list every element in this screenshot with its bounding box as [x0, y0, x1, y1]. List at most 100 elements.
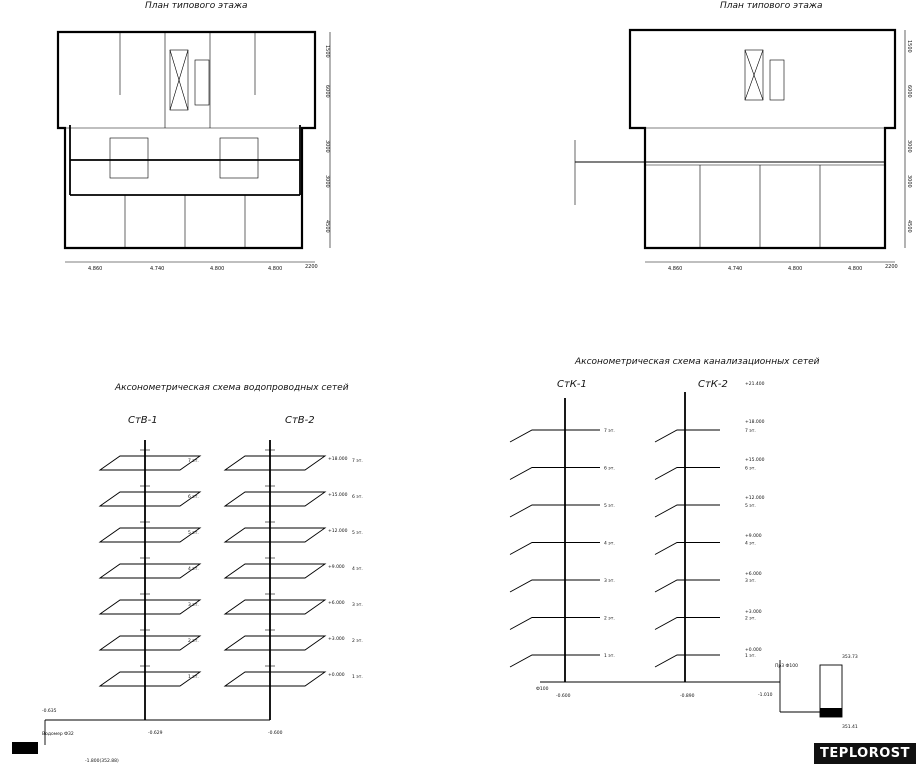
right-side-dim-5: 4500: [906, 220, 912, 233]
water-floor-label-stv2: 7 эт.: [352, 458, 363, 464]
water-level-label: +6.000: [328, 600, 345, 606]
water-branch: [223, 635, 327, 651]
water-branch: [223, 599, 327, 615]
water-floor-label-stv2: 6 эт.: [352, 494, 363, 500]
left-side-dim-4: 3000: [324, 175, 330, 188]
left-floor-plan: План типового этажа 4.860 4.740 4.800 4.…: [56, 1, 331, 272]
sewer-floor-label-stk2: 4 эт.: [745, 541, 756, 547]
sewer-branch: [509, 617, 600, 630]
left-dim-3: 4.800: [210, 266, 224, 272]
water-floor-label-stv1: 6 эт.: [188, 494, 199, 500]
water-branch: [98, 671, 202, 687]
water-floor-label-stv2: 1 эт.: [352, 674, 363, 680]
water-branch: [223, 671, 327, 687]
water-branch: [98, 491, 202, 507]
sewer-level-label: +0.000: [745, 647, 762, 653]
riser-stv1-label: СтВ-1: [128, 415, 158, 426]
water-floor-label-stv1: 2 эт.: [188, 638, 199, 644]
sewer-branch: [654, 504, 720, 518]
water-branch: [223, 491, 327, 507]
sewer-branch: [509, 429, 600, 443]
sewer-level-e3: -1.010: [758, 692, 773, 698]
water-floor-label-stv2: 2 эт.: [352, 638, 363, 644]
water-scheme: Аксонометрическая схема водопроводных се…: [12, 383, 363, 764]
left-dim-4: 4.800: [268, 266, 282, 272]
water-floor-label-stv1: 5 эт.: [188, 530, 199, 536]
left-dim-5: 2200: [305, 264, 318, 270]
sewer-branch: [509, 542, 600, 555]
right-plan-title: План типового этажа: [720, 1, 823, 11]
water-branch: [98, 635, 202, 651]
sewer-level-e4: 353.73: [842, 654, 858, 660]
water-level-e2: -0.629: [148, 730, 163, 736]
water-branch: [223, 455, 327, 471]
sewer-floor-label-stk1: 5 эт.: [604, 503, 615, 509]
sewer-branch: [654, 467, 720, 480]
sewer-floor-branches: 7 эт.7 эт.6 эт.6 эт.5 эт.5 эт.4 эт.4 эт.…: [509, 381, 765, 668]
water-level-e3: -0.600: [268, 730, 283, 736]
left-dim-1: 4.860: [88, 266, 102, 272]
water-meter-label: Водомер Ф32: [42, 731, 74, 737]
water-meter-symbol: [12, 742, 38, 754]
water-branch: [223, 527, 327, 543]
sewer-branch: [509, 504, 600, 518]
water-level-label: +0.000: [328, 672, 345, 678]
sewer-floor-label-stk1: 4 эт.: [604, 541, 615, 547]
water-branch: [223, 563, 327, 579]
right-dim-2: 4.740: [728, 266, 742, 272]
water-branch: [98, 563, 202, 579]
water-branch: [98, 527, 202, 543]
right-side-dim-3: 3000: [906, 140, 912, 153]
sewer-floor-label-stk1: 1 эт.: [604, 653, 615, 659]
right-dim-1: 4.860: [668, 266, 682, 272]
water-title: Аксонометрическая схема водопроводных се…: [114, 383, 349, 393]
left-side-dim-3: 3000: [324, 140, 330, 153]
sewer-level-label: +18.000: [745, 419, 765, 425]
sewer-floor-label-stk1: 6 эт.: [604, 466, 615, 472]
sewer-branch: [509, 654, 600, 668]
water-branch: [98, 599, 202, 615]
water-level-label: +18.000: [328, 456, 348, 462]
sewer-level-label: +6.000: [745, 571, 762, 577]
sewer-floor-label-stk2: 1 эт.: [745, 653, 756, 659]
water-level-label: +12.000: [328, 528, 348, 534]
water-branch: [98, 455, 202, 471]
sewer-branch: [654, 617, 720, 630]
sewer-branch: [509, 467, 600, 480]
sewer-level-e2: -0.890: [680, 693, 695, 699]
riser-stv2-label: СтВ-2: [285, 415, 315, 426]
sewer-floor-label-stk2: 6 эт.: [745, 466, 756, 472]
sewer-floor-label-stk2: 7 эт.: [745, 428, 756, 434]
right-dim-4: 4.800: [848, 266, 862, 272]
water-level-label: +3.000: [328, 636, 345, 642]
sewer-level-label: +15.000: [745, 457, 765, 463]
sewer-title: Аксонометрическая схема канализационных …: [574, 357, 820, 367]
sewer-level-label: +12.000: [745, 495, 765, 501]
sewer-floor-label-stk1: 7 эт.: [604, 428, 615, 434]
left-dim-2: 4.740: [150, 266, 164, 272]
sewer-level-e1: -0.600: [556, 693, 571, 699]
water-level-label: +9.000: [328, 564, 345, 570]
sewer-level-label: +9.000: [745, 533, 762, 539]
water-floor-label-stv1: 1 эт.: [188, 674, 199, 680]
sewer-level-label: +21.400: [745, 381, 765, 387]
right-side-dim-2: 6000: [906, 85, 912, 98]
water-floor-label-stv1: 4 эт.: [188, 566, 199, 572]
left-plan-title: План типового этажа: [145, 1, 248, 11]
teplorost-logo: TEPLOROST: [814, 743, 916, 764]
sewer-branch: [654, 579, 720, 593]
sewer-floor-label-stk1: 2 эт.: [604, 616, 615, 622]
sewer-branch: [654, 654, 720, 668]
water-floor-label-stv1: 7 эт.: [188, 458, 199, 464]
water-floor-label-stv1: 3 эт.: [188, 602, 199, 608]
right-dim-5: 2200: [885, 264, 898, 270]
riser-stk1-label: СтК-1: [557, 379, 587, 390]
water-level-label: +15.000: [328, 492, 348, 498]
sewer-level-e5: 351.41: [842, 724, 858, 730]
right-side-dim-4: 3000: [906, 175, 912, 188]
left-side-dim-5: 4500: [324, 220, 330, 233]
water-low-level: -1.800(352.88): [85, 758, 119, 764]
left-side-dim-2: 6000: [324, 85, 330, 98]
